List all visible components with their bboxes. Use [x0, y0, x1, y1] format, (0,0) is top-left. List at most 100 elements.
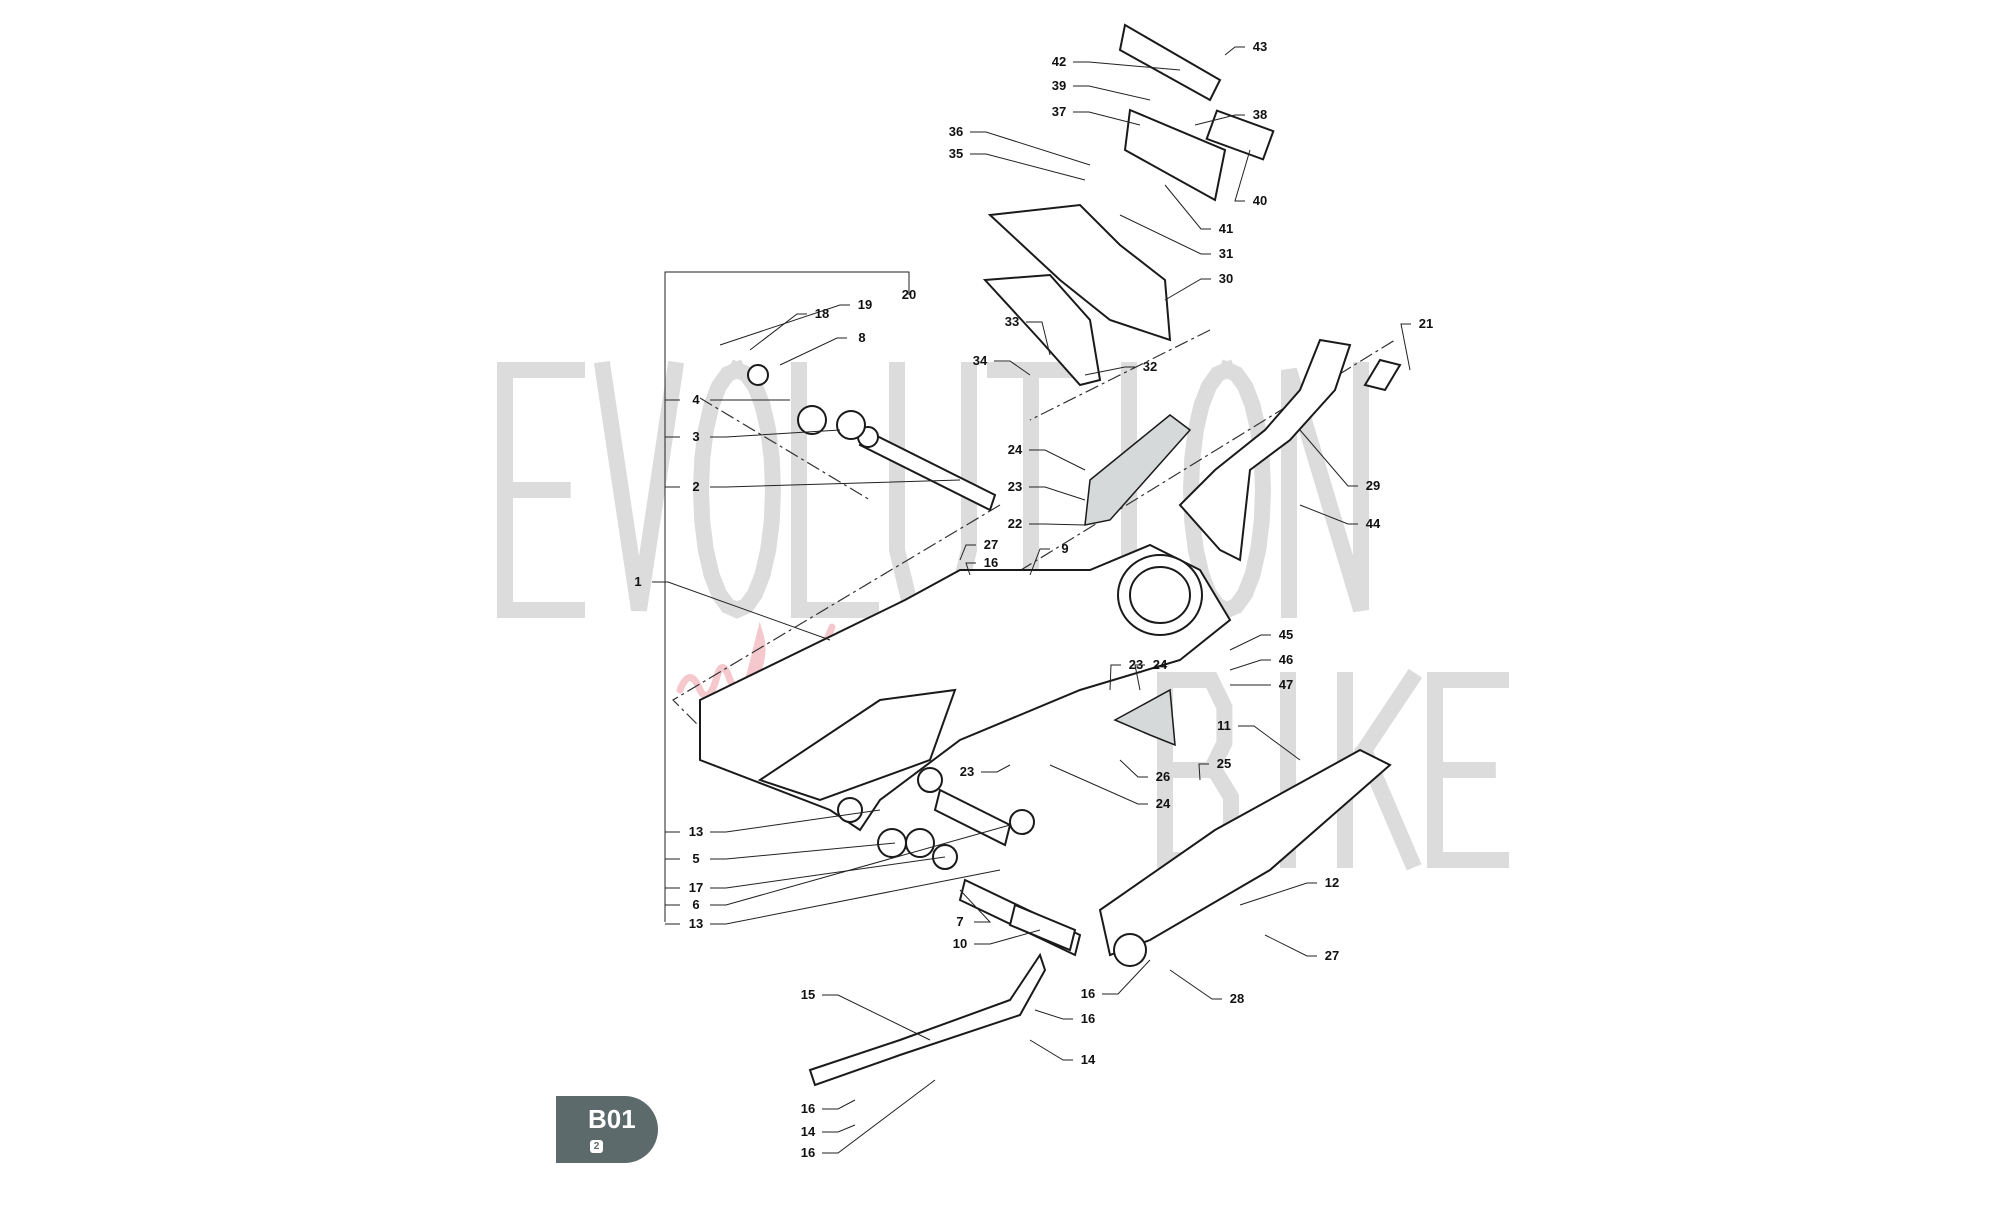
watermark-letter: [593, 360, 685, 612]
callout-label-23: 23: [1008, 479, 1022, 494]
callout-label-38: 38: [1253, 107, 1267, 122]
callout-label-41: 41: [1219, 221, 1233, 236]
leader-line: [1029, 449, 1086, 471]
callout-label-29: 29: [1366, 478, 1380, 493]
leader-line: [1049, 764, 1148, 805]
assembly-dash-lines: [672, 329, 1396, 753]
callout-label-45: 45: [1279, 627, 1293, 642]
leader-line: [822, 994, 931, 1041]
leader-line: [710, 824, 1011, 906]
leader-line: [710, 479, 961, 488]
leader-line: [1119, 214, 1211, 255]
callout-label-16: 16: [1081, 986, 1095, 1001]
callout-label-37: 37: [1052, 104, 1066, 119]
callout-label-46: 46: [1279, 652, 1293, 667]
callout-label-39: 39: [1052, 78, 1066, 93]
callout-label-14: 14: [801, 1124, 816, 1139]
leader-line: [1234, 149, 1251, 202]
callout-label-27: 27: [984, 537, 998, 552]
leader-line: [1299, 504, 1358, 525]
callout-label-28: 28: [1230, 991, 1244, 1006]
callout-label-18: 18: [815, 306, 829, 321]
leader-line: [710, 842, 896, 860]
callout-label-27: 27: [1325, 948, 1339, 963]
leader-line: [1034, 1009, 1073, 1020]
callout-label-44: 44: [1366, 516, 1381, 531]
leader-line: [1239, 882, 1317, 906]
callout-label-6: 6: [692, 897, 699, 912]
callout-label-19: 19: [858, 297, 872, 312]
callout-label-40: 40: [1253, 193, 1267, 208]
callout-label-21: 21: [1419, 316, 1433, 331]
callout-label-4: 4: [692, 392, 700, 407]
chain-sliders: [1084, 414, 1192, 747]
leader-line: [1102, 959, 1151, 995]
leader-line: [1073, 111, 1141, 126]
leader-line: [1119, 759, 1148, 778]
callout-label-1: 1: [634, 574, 641, 589]
leader-line: [1109, 664, 1121, 691]
leader-line: [1084, 366, 1135, 376]
callout-label-8: 8: [858, 330, 865, 345]
callout-label-33: 33: [1005, 314, 1019, 329]
callout-label-42: 42: [1052, 54, 1066, 69]
callout-label-13: 13: [689, 824, 703, 839]
leader-line: [822, 1124, 856, 1133]
watermark-letter: [791, 362, 879, 618]
callout-label-36: 36: [949, 124, 963, 139]
leader-line: [822, 1099, 856, 1110]
callout-label-24: 24: [1156, 796, 1171, 811]
callout-label-22: 22: [1008, 516, 1022, 531]
callout-label-15: 15: [801, 987, 815, 1002]
callout-label-5: 5: [692, 851, 699, 866]
leader-line: [1073, 61, 1181, 71]
leader-line: [965, 562, 976, 576]
callout-label-34: 34: [973, 353, 988, 368]
leader-line: [1029, 523, 1086, 526]
watermark-letter: [1281, 362, 1369, 618]
leader-line: [1164, 278, 1211, 301]
leader-line: [959, 889, 992, 923]
leader-line: [652, 581, 831, 641]
callout-label-13: 13: [689, 916, 703, 931]
license-plate-holder: [1118, 23, 1275, 202]
leader-line: [710, 429, 841, 438]
callout-label-11: 11: [1217, 718, 1231, 733]
callout-label-47: 47: [1279, 677, 1293, 692]
leader-line: [710, 869, 1001, 925]
callout-label-9: 9: [1061, 541, 1068, 556]
leader-line: [974, 929, 1041, 945]
callout-label-25: 25: [1217, 756, 1231, 771]
leader-line: [959, 544, 976, 561]
callout-label-12: 12: [1325, 875, 1339, 890]
leader-line: [994, 360, 1031, 376]
leader-line: [1224, 46, 1245, 56]
leader-line: [1194, 114, 1245, 126]
leader-line: [1229, 659, 1271, 671]
callout-label-31: 31: [1219, 246, 1233, 261]
callout-label-16: 16: [801, 1145, 815, 1160]
chain-guard: [1098, 748, 1392, 967]
bracket-lines: [664, 271, 910, 925]
leader-line: [1229, 634, 1271, 651]
callout-label-20: 20: [902, 287, 916, 302]
callout-label-30: 30: [1219, 271, 1233, 286]
leader-line: [1164, 184, 1211, 230]
swingarm: [699, 543, 1232, 832]
pivot-shaft-parts: [747, 358, 1402, 957]
callout-label-14: 14: [1081, 1052, 1096, 1067]
leader-line: [970, 131, 1091, 166]
callout-label-3: 3: [692, 429, 699, 444]
callout-label-23: 23: [960, 764, 974, 779]
leader-line: [1026, 321, 1051, 356]
mudguard: [982, 203, 1172, 387]
leader-line: [1400, 323, 1411, 371]
callout-label-17: 17: [689, 880, 703, 895]
callout-label-24: 24: [1153, 657, 1168, 672]
leader-line: [1134, 664, 1145, 691]
leader-line: [1264, 934, 1317, 957]
callout-label-2: 2: [692, 479, 699, 494]
